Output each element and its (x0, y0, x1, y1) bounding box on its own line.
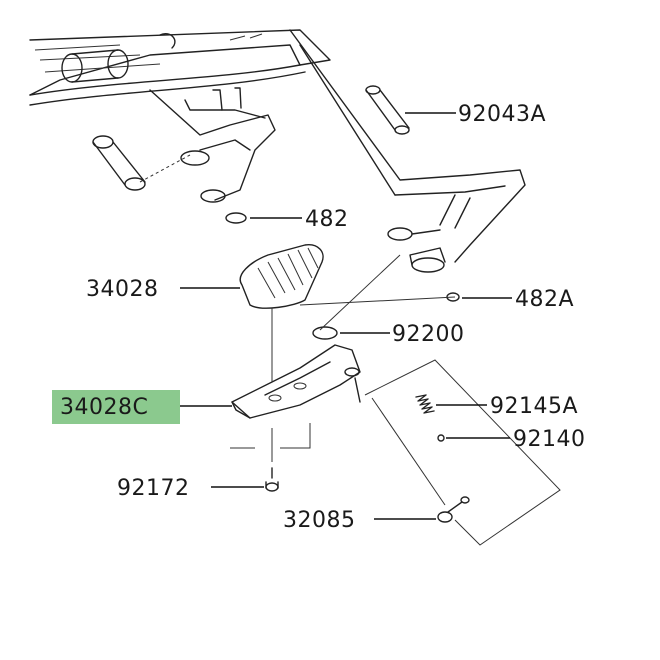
pin-32085 (437, 496, 470, 523)
assembly-lines (230, 254, 561, 546)
washer-482 (225, 212, 247, 224)
ball-92140 (437, 434, 445, 442)
label-34028[interactable]: 34028 (86, 277, 159, 302)
upper-bracket (149, 87, 276, 203)
frame-drawing (29, 29, 331, 106)
label-32085[interactable]: 32085 (283, 508, 356, 533)
pin-92043A (365, 85, 410, 135)
label-92043A[interactable]: 92043A (458, 102, 546, 127)
spring-92145A (415, 394, 435, 414)
label-34028C[interactable]: 34028C (60, 395, 148, 420)
label-92172[interactable]: 92172 (117, 476, 190, 501)
bolt-92172 (265, 467, 279, 492)
label-92140[interactable]: 92140 (513, 427, 586, 452)
label-92145A[interactable]: 92145A (490, 394, 578, 419)
washer-92200 (312, 326, 338, 340)
leader-lines (180, 112, 512, 520)
footpeg-rubber (239, 244, 324, 309)
pin-part (92, 135, 146, 191)
frame-arm (289, 29, 526, 263)
label-92200[interactable]: 92200 (392, 322, 465, 347)
right-pivot (387, 227, 446, 273)
selected-part-highlight (52, 390, 180, 424)
label-482[interactable]: 482 (305, 207, 349, 232)
footpeg-bracket (231, 344, 361, 419)
label-482A[interactable]: 482A (515, 287, 574, 312)
